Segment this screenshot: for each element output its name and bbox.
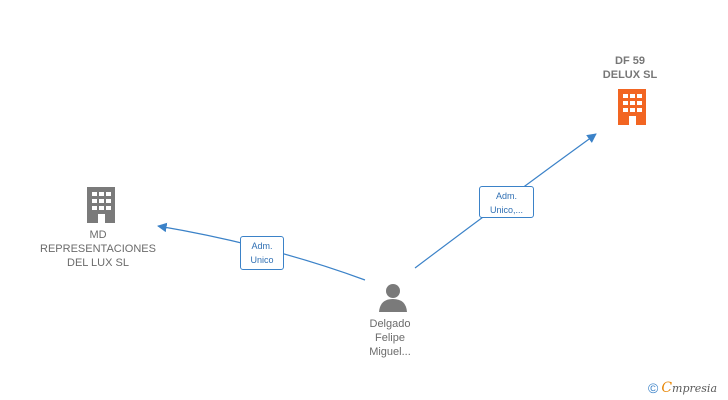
person-icon[interactable]: [378, 282, 408, 312]
company-label-md[interactable]: MD REPRESENTACIONES DEL LUX SL: [40, 229, 156, 269]
brand-wordmark: Cmpresia: [661, 380, 718, 396]
edge-label-adm-unico-md: Adm. Unico: [240, 236, 284, 270]
company-label-df59[interactable]: DF 59 DELUX SL: [602, 55, 658, 81]
building-icon[interactable]: [615, 89, 649, 125]
person-label[interactable]: Delgado Felipe Miguel...: [369, 318, 411, 358]
empresia-logo[interactable]: © Cmpresia: [648, 380, 717, 396]
building-icon[interactable]: [84, 187, 118, 223]
copyright-icon: ©: [648, 380, 659, 396]
edge-label-adm-unico-df59: Adm. Unico,...: [479, 186, 534, 218]
